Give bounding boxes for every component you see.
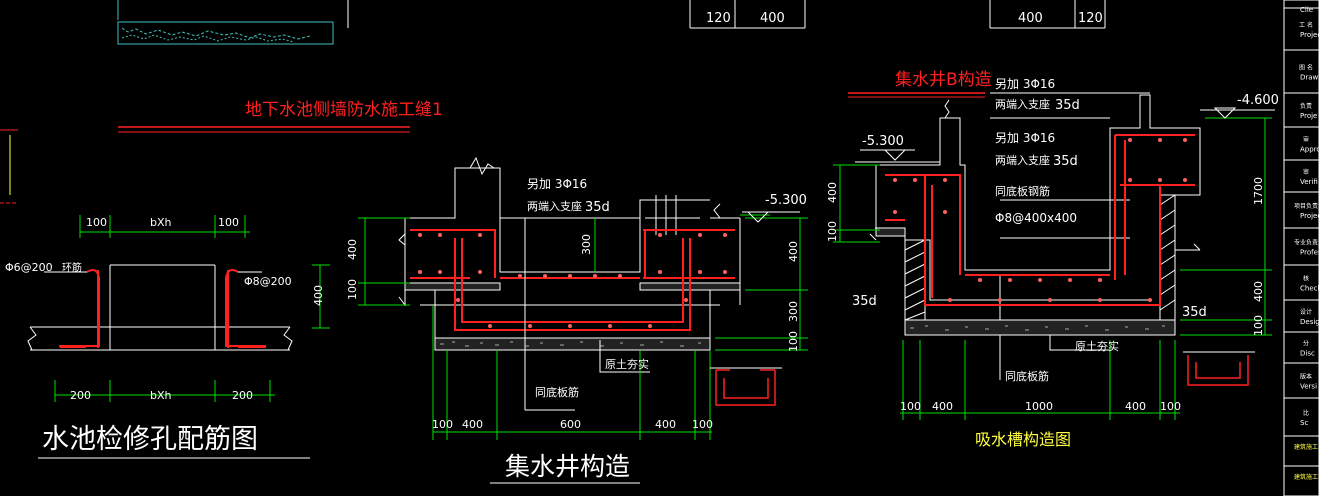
trough-note-3: 另加 3Φ16	[995, 131, 1055, 145]
trough-dim-bottom-2: 400	[932, 400, 953, 413]
top-dimensions	[689, 0, 1106, 29]
title-block-en-label: Proje	[1300, 112, 1317, 120]
hole-rebar-right-label: Φ8@200	[244, 275, 292, 288]
hole-dim-bottom-1: 200	[70, 389, 91, 402]
trough-title-top: 集水井B构造	[895, 70, 992, 90]
well-dim-bottom-5: 100	[692, 418, 713, 431]
well-label-bar: 同底板筋	[535, 385, 579, 399]
trough-title-bottom: 吸水槽构造图	[975, 430, 1071, 449]
well-dim-right-3: 100	[787, 331, 800, 352]
well-dim-bottom-1: 100	[432, 418, 453, 431]
hole-dim-top-1: 100	[86, 216, 107, 229]
title-block-cn-label: 图 名	[1299, 64, 1313, 72]
well-label-soil: 原土夯实	[605, 357, 649, 371]
hole-dim-top-3: 100	[218, 216, 239, 229]
title-block-en-label: Drawing	[1300, 74, 1319, 82]
title-block-cn-label: 负责	[1300, 102, 1312, 110]
well-dim-bottom-2: 400	[462, 418, 483, 431]
well-dim-left-1: 400	[346, 239, 359, 260]
title-block-cn-label: 工 名	[1299, 21, 1313, 29]
title-block-cn-label: 审	[1303, 136, 1309, 144]
title-block-cn-label: 核	[1303, 275, 1309, 283]
trough-section	[833, 92, 1275, 420]
trough-label-soil: 原土夯实	[1075, 339, 1119, 353]
trough-dim-right-1: 1700	[1252, 177, 1265, 205]
well-dim-right-2: 300	[787, 301, 800, 322]
well-note-2-val: 35d	[585, 200, 610, 215]
trough-note-4: 两端入支座	[995, 153, 1050, 167]
trough-note-2-val: 35d	[1055, 98, 1080, 113]
top-dim-1: 120	[706, 11, 731, 26]
title-block-cn-label: 版本	[1300, 373, 1312, 381]
title-block-en-label: Desig	[1300, 318, 1319, 326]
trough-elev-right: -4.600	[1237, 93, 1279, 108]
title-block-cn-label: 比	[1303, 409, 1309, 417]
top-dim-3: 400	[1018, 11, 1043, 26]
top-hatch-fragment	[117, 0, 349, 45]
title-block-en-label: Project	[1300, 212, 1319, 220]
title-block-en-label: Profess	[1300, 249, 1319, 257]
title-block-cn-label: 建筑施工	[1294, 473, 1318, 481]
well-dim-mid: 300	[580, 234, 593, 255]
hole-dim-top-2: bXh	[150, 216, 172, 229]
edge-marks	[0, 129, 18, 204]
well-elevation: -5.300	[765, 193, 807, 208]
hole-title: 水池检修孔配筋图	[42, 424, 258, 455]
title-block-en-label: Clie	[1300, 6, 1313, 14]
title-block-cn-label: 分	[1303, 340, 1309, 348]
title-block-cn-label: 设计	[1300, 308, 1312, 316]
well-section	[358, 156, 808, 440]
title-block-cn-label: 专业负责	[1294, 239, 1318, 247]
top-dim-4: 120	[1078, 11, 1103, 26]
hole-side-dim: 400	[312, 285, 325, 306]
trough-anchor-right: 35d	[1182, 305, 1207, 320]
trough-dim-left-1: 400	[826, 182, 839, 203]
title-block-cn-label: 审	[1303, 168, 1309, 176]
trough-note-4-val: 35d	[1053, 154, 1078, 169]
hole-dim-bottom-3: 200	[232, 389, 253, 402]
trough-dim-bottom-4: 400	[1125, 400, 1146, 413]
trough-note-6: Φ8@400x400	[995, 211, 1077, 225]
well-dim-bottom-3: 600	[560, 418, 581, 431]
hole-rebar-left-label: Φ6@200	[5, 261, 53, 274]
trough-elev-left: -5.300	[862, 134, 904, 149]
title-block-en-label: Projec	[1300, 31, 1319, 39]
well-note-1: 另加 3Φ16	[527, 177, 587, 191]
trough-dim-left-2: 100	[826, 221, 839, 242]
hole-rebar-diagram	[27, 215, 330, 402]
trough-dim-right-2: 400	[1252, 281, 1265, 302]
title-block: Clie 工 名 Projec 图 名 Drawing 负责 Proje 审 Approv 审 Ve…	[1283, 0, 1319, 496]
well-dim-bottom-4: 400	[655, 418, 676, 431]
title-block-en-label: Versi	[1300, 383, 1317, 391]
trough-dim-bottom-5: 100	[1160, 400, 1181, 413]
well-note-2: 两端入支座	[527, 199, 582, 213]
well-dim-left-2: 100	[346, 279, 359, 300]
title-block-en-label: Sc	[1300, 419, 1308, 427]
title-block-en-label: Check	[1300, 285, 1319, 293]
trough-note-5: 同底板钢筋	[995, 184, 1050, 198]
well-title: 集水井构造	[505, 452, 630, 481]
trough-dim-bottom-1: 100	[900, 400, 921, 413]
title-block-cn-label: 建筑施工	[1294, 443, 1318, 451]
trough-anchor-left: 35d	[852, 294, 877, 309]
top-dim-2: 400	[760, 11, 785, 26]
detail-title: 地下水池侧墙防水施工缝1	[245, 100, 443, 120]
trough-note-1: 另加 3Φ16	[995, 77, 1055, 91]
title-block-en-label: Disc	[1300, 350, 1315, 358]
trough-dim-right-3: 100	[1252, 315, 1265, 336]
hole-dim-bottom-2: bXh	[150, 389, 172, 402]
trough-note-2: 两端入支座	[995, 97, 1050, 111]
title-block-cn-label: 项目负责	[1294, 202, 1318, 210]
trough-dim-bottom-3: 1000	[1025, 400, 1053, 413]
title-block-en-label: Approv	[1300, 146, 1319, 154]
trough-label-bar: 同底板筋	[1005, 369, 1049, 383]
well-dim-right-1: 400	[787, 241, 800, 262]
title-block-en-label: Verifi	[1300, 178, 1318, 186]
hole-tie-label: 环筋	[62, 261, 82, 274]
